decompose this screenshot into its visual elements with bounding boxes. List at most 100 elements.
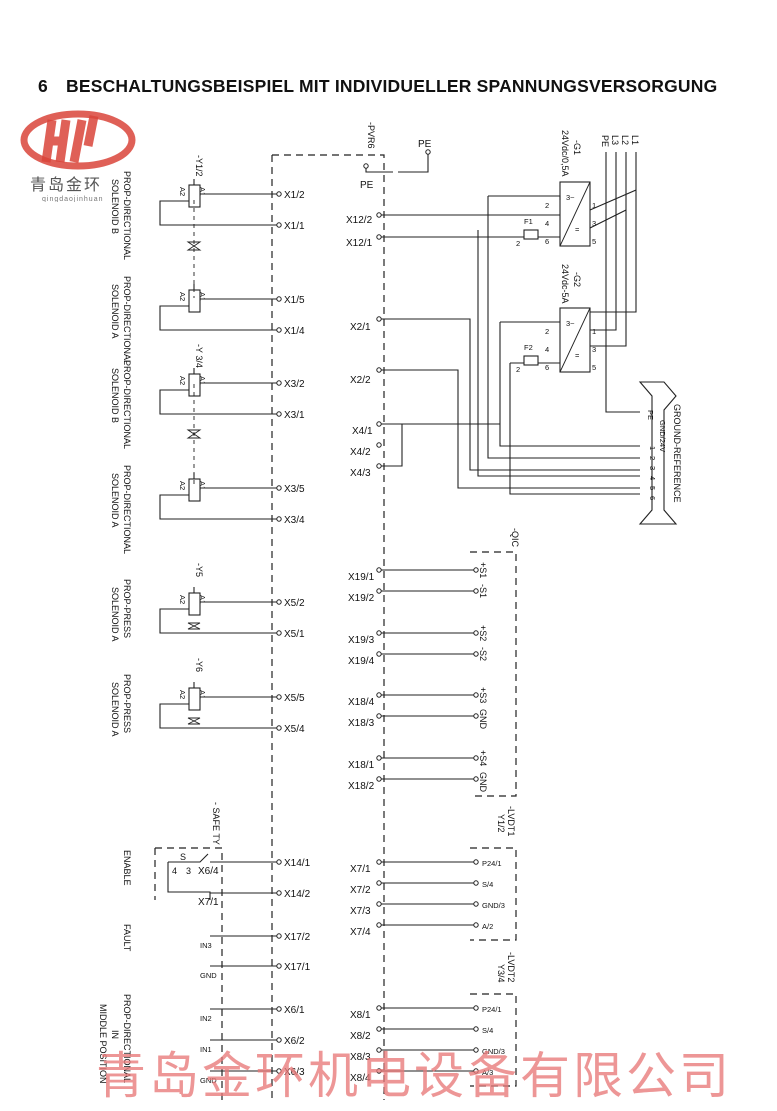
qic-pin: GND (478, 709, 488, 730)
terminal (473, 630, 479, 636)
logo-pinyin: qingdaojinhuan (42, 196, 104, 202)
psu-g1-box (559, 181, 591, 247)
terminal-label: X5/1 (284, 629, 305, 640)
terminal (473, 1068, 479, 1074)
solenoid-wires (159, 473, 277, 520)
terminal (473, 776, 479, 782)
terminal (473, 1026, 479, 1032)
solenoid-label: PROP-DIRECTIONAL (122, 465, 132, 554)
svg-text:X4/1: X4/1 (352, 426, 373, 437)
solenoid-wires (159, 368, 277, 415)
psu-g2-rating: 24Vdc-5A (560, 264, 570, 304)
function-label: ENABLE (122, 850, 132, 886)
function-in: IN1 (200, 1045, 212, 1054)
svg-text:4: 4 (545, 219, 549, 228)
ground-ref-outline (638, 381, 678, 525)
svg-text:1: 1 (592, 201, 596, 210)
coil-pin-a1: A1 (198, 187, 207, 196)
svg-text:4: 4 (172, 866, 177, 876)
terminal (376, 880, 382, 886)
lvdt1-connector: -LVDT1 Y1/2 (470, 806, 517, 941)
terminal (276, 380, 282, 386)
solenoid-wires (159, 284, 277, 331)
svg-text:X2/2: X2/2 (350, 375, 371, 386)
svg-text:6: 6 (648, 496, 657, 500)
svg-text:3~: 3~ (566, 319, 575, 328)
psu-g2-box (559, 307, 591, 373)
svg-text:2: 2 (516, 365, 520, 374)
terminal-label: X8/3 (350, 1052, 371, 1063)
lvdt-pin: S/4 (482, 880, 493, 889)
supply-wires (381, 195, 640, 495)
terminal-label: X6/2 (284, 1036, 305, 1047)
fuse-f1-label: F1 (524, 217, 533, 226)
svg-text:5: 5 (648, 486, 657, 490)
svg-text:3: 3 (186, 866, 191, 876)
safety-outline (154, 847, 223, 1100)
solenoid-label: SOLENOID A (110, 284, 120, 339)
section-title: BESCHALTUNGSBEISPIEL MIT INDIVIDUELLER S… (66, 76, 718, 96)
svg-text:2: 2 (648, 456, 657, 460)
terminal-label: X19/2 (348, 593, 375, 604)
lvdt1-row: X7/2S/4 (350, 880, 493, 896)
terminal (276, 630, 282, 636)
fuse-f2-label: F2 (524, 343, 533, 352)
svg-text:1: 1 (592, 327, 596, 336)
terminal-label: X3/2 (284, 379, 305, 390)
solenoid-label: PROP-PRESS (122, 579, 132, 638)
terminal (376, 567, 382, 573)
psu-g1-name: -G1 (572, 140, 582, 155)
svg-text:X7/1: X7/1 (198, 897, 219, 908)
coil-pin-a2: A2 (178, 690, 187, 699)
svg-text:X12/1: X12/1 (346, 238, 373, 249)
terminal (376, 651, 382, 657)
pe-top-terminal (425, 149, 431, 155)
terminal-label: X14/1 (284, 858, 311, 869)
valve-icon (187, 717, 201, 725)
terminal (376, 713, 382, 719)
terminal-label: X3/1 (284, 410, 305, 421)
terminal (276, 963, 282, 969)
mains-wires (589, 152, 640, 413)
terminal-label: X7/1 (350, 864, 371, 875)
coil-pin-a2: A2 (178, 292, 187, 301)
lvdt-pin: S/4 (482, 1026, 493, 1035)
lvdt-pin: A/3 (482, 1068, 493, 1077)
terminal (276, 222, 282, 228)
function-in: IN2 (200, 1014, 212, 1023)
terminal-label: X18/3 (348, 718, 375, 729)
terminal-label: X17/2 (284, 932, 311, 943)
terminal-label: X3/5 (284, 484, 305, 495)
solenoid-wires (159, 587, 277, 634)
terminal (276, 191, 282, 197)
solenoid-label: PROP-DIRECTIONAL (122, 276, 132, 365)
terminal-label: X18/2 (348, 781, 375, 792)
terminal (376, 588, 382, 594)
svg-text:X12/2: X12/2 (346, 215, 373, 226)
safety-switch: S (180, 852, 186, 862)
svg-text:X4/3: X4/3 (350, 468, 371, 479)
svg-text:X6/4: X6/4 (198, 866, 219, 877)
svg-text:3: 3 (592, 345, 596, 354)
solenoid-label: SOLENOID A (110, 682, 120, 737)
svg-text:4: 4 (648, 476, 657, 480)
lvdt-pin: GND/3 (482, 901, 505, 910)
terminal-label: X1/5 (284, 295, 305, 306)
terminal (276, 411, 282, 417)
svg-text:1: 1 (648, 446, 657, 450)
svg-text:6: 6 (545, 237, 549, 246)
terminal (276, 485, 282, 491)
terminal-label: X7/3 (350, 906, 371, 917)
function-in: IN3 (200, 941, 212, 950)
coil-pin-a2: A2 (178, 187, 187, 196)
terminal (473, 692, 479, 698)
coil-pin-a2: A2 (178, 481, 187, 490)
